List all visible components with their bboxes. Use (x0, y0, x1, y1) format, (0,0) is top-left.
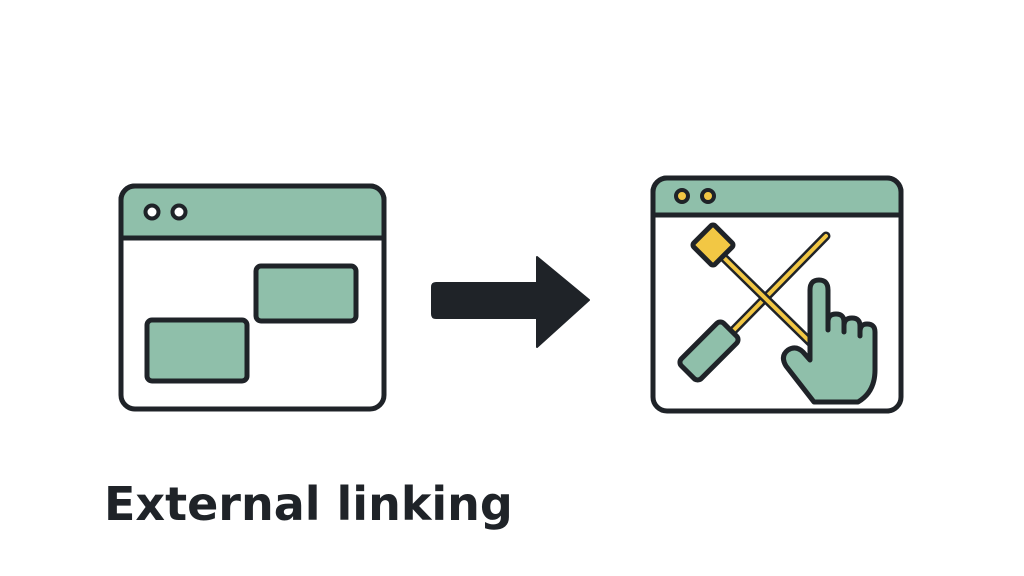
crossed-tools-icon (677, 222, 831, 383)
left-window-panel-upper (253, 263, 359, 324)
right-browser-window-icon (650, 175, 904, 414)
diagram-caption: External linking (104, 477, 513, 531)
left-browser-window-icon (118, 183, 387, 412)
tool-stick-falling (714, 248, 816, 348)
right-window-titlebar (650, 175, 904, 218)
tool-square-head (690, 222, 736, 268)
pointing-hand-icon (780, 277, 878, 405)
left-window-dot-1 (143, 203, 161, 221)
right-window-dot-1 (674, 188, 690, 204)
left-window-dot-2 (170, 203, 188, 221)
tool-stick-rising (724, 234, 828, 340)
tool-green-handle (677, 319, 741, 383)
left-window-titlebar (118, 183, 387, 241)
arrow-right-icon (431, 256, 590, 348)
left-window-panel-lower (144, 317, 250, 384)
right-window-dot-2 (700, 188, 716, 204)
